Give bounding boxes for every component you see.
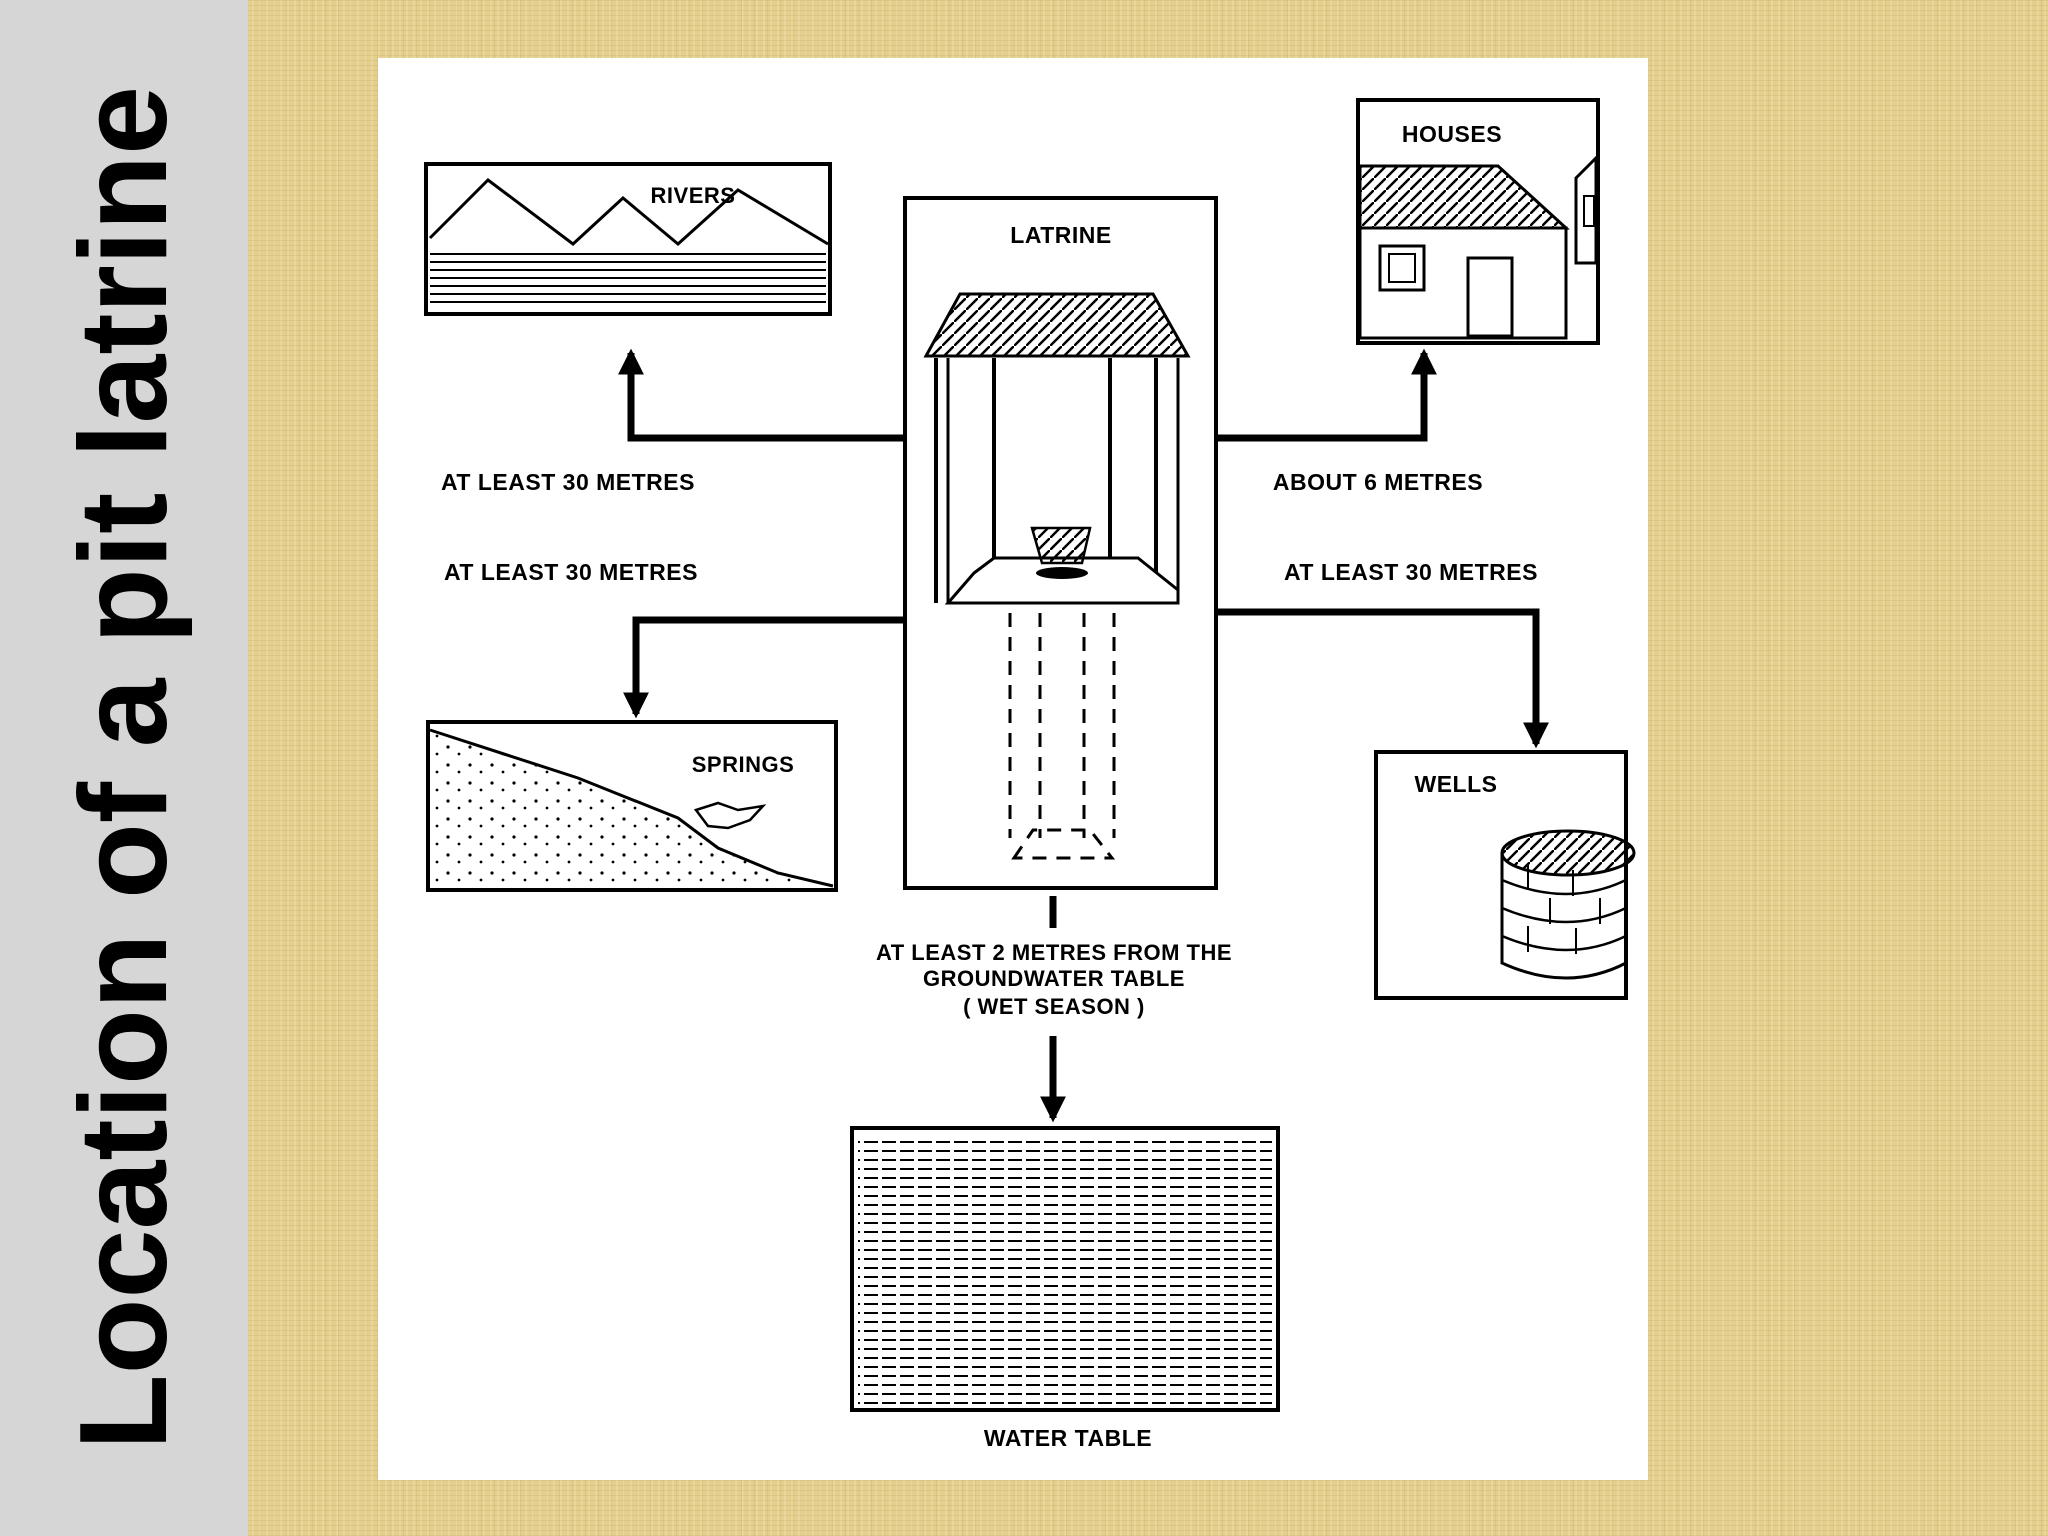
river-water-icon (430, 248, 826, 308)
spring-outflow-icon (693, 801, 767, 830)
springs-label: SPRINGS (692, 752, 795, 777)
latrine-box: LATRINE (903, 196, 1218, 890)
rivers-box: RIVERS (424, 162, 832, 316)
wells-label: WELLS (1415, 771, 1498, 797)
distance-wells-label: AT LEAST 30 METRES (1284, 559, 1538, 585)
groundwater-icon (858, 1134, 1272, 1404)
water-table-label: WATER TABLE (984, 1425, 1152, 1451)
latrine-label: LATRINE (1010, 222, 1111, 248)
mountains-icon (428, 178, 829, 246)
rivers-label: RIVERS (651, 183, 736, 208)
water-table-box: WATER TABLE (850, 1126, 1280, 1451)
distance-springs-label: AT LEAST 30 METRES (444, 559, 698, 585)
arrow-to-houses (1216, 348, 1437, 442)
distance-groundwater-line2: GROUNDWATER TABLE (923, 966, 1185, 991)
arrow-to-rivers (618, 348, 905, 442)
wells-box: WELLS (1374, 750, 1636, 1000)
title-sidebar: Location of a pit latrine (0, 0, 248, 1536)
hillside-icon (430, 730, 833, 886)
latrine-shed-icon (934, 358, 1180, 605)
houses-box: HOUSES (1356, 98, 1600, 345)
house-icon (1358, 154, 1598, 340)
well-icon (1500, 829, 1636, 980)
distance-groundwater-line1: AT LEAST 2 METRES FROM THE (876, 940, 1232, 965)
slide-title: Location of a pit latrine (55, 85, 193, 1451)
connector-lines (618, 348, 1549, 1123)
latrine-pit-icon (1008, 613, 1116, 860)
houses-label: HOUSES (1402, 121, 1502, 147)
distance-rivers-label: AT LEAST 30 METRES (441, 469, 695, 495)
latrine-roof-icon (923, 292, 1191, 358)
diagram-card: LATRINE (378, 58, 1648, 1480)
distance-houses-label: ABOUT 6 METRES (1273, 469, 1483, 495)
distance-groundwater-line3: ( WET SEASON ) (963, 994, 1145, 1019)
arrow-to-springs (623, 616, 905, 719)
latrine-location-diagram: LATRINE (424, 98, 1636, 1451)
arrow-to-wells (1216, 608, 1549, 749)
springs-box: SPRINGS (426, 720, 838, 892)
